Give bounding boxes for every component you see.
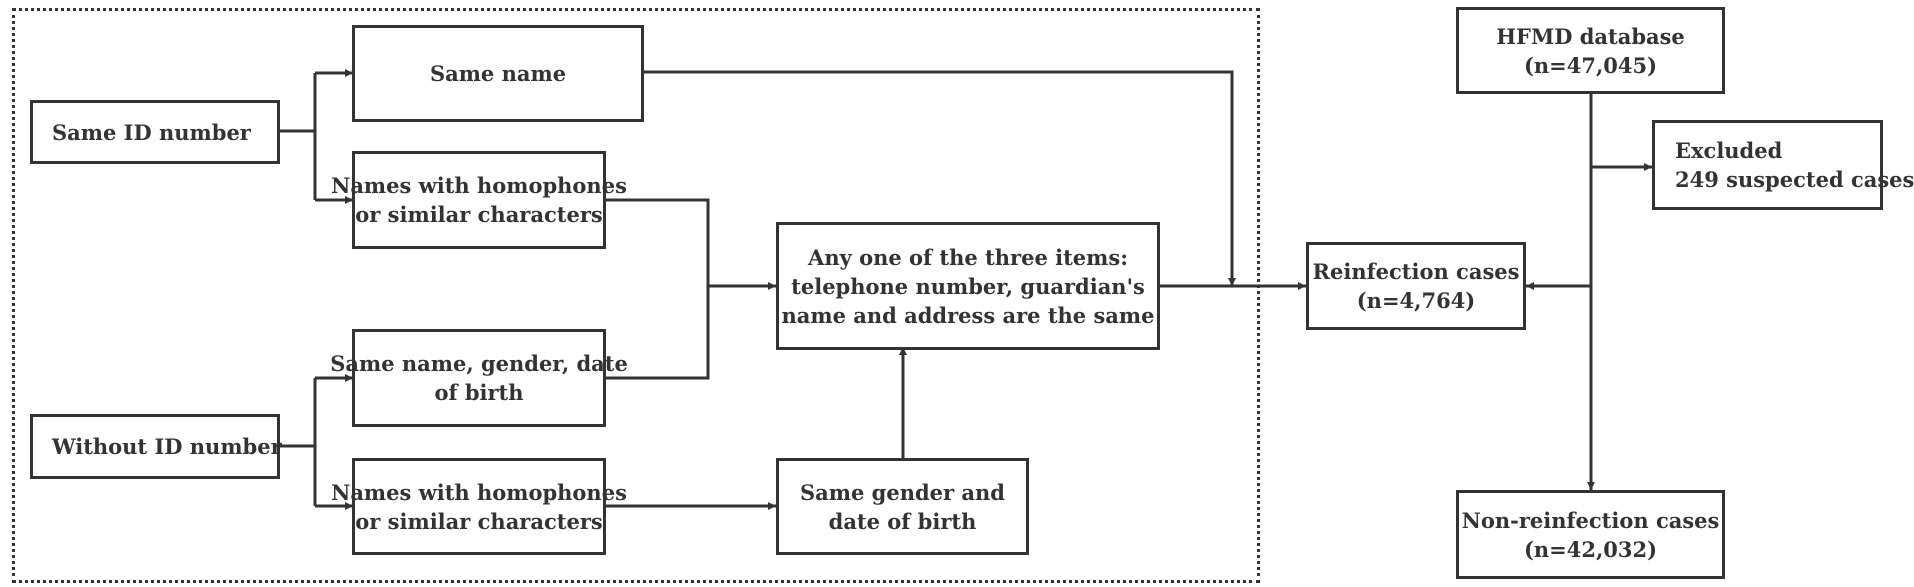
non-reinfection-cases-box: Non-reinfection cases (n=42,032) [1456,490,1725,579]
excluded-box: Excluded 249 suspected cases [1652,120,1914,210]
same-gender-dob-box: Same gender and date of birth [776,458,1029,555]
any-one-of-three-box: Any one of the three items: telephone nu… [776,222,1160,350]
homophones-top-box: Names with homophones or similar charact… [331,151,627,249]
homophones-bottom-box: Names with homophones or similar charact… [331,458,627,555]
same-name-gender-dob-box: Same name, gender, date of birth [330,329,628,427]
edge-homophones-top-merge [605,198,710,286]
edge-same-name-route [643,70,1236,286]
without-id-number-box: Without ID number [30,414,282,479]
same-id-number-box: Same ID number [30,100,280,164]
dotted-matching-region [12,8,1260,583]
same-name-box: Same name [352,25,644,122]
edge-without-id-trunk [279,378,317,506]
edge-name-gender-dob-merge [605,286,710,380]
edge-same-id-trunk [279,73,317,200]
reinfection-cases-box: Reinfection cases (n=4,764) [1306,242,1526,330]
hfmd-database-box: HFMD database (n=47,045) [1456,7,1725,94]
